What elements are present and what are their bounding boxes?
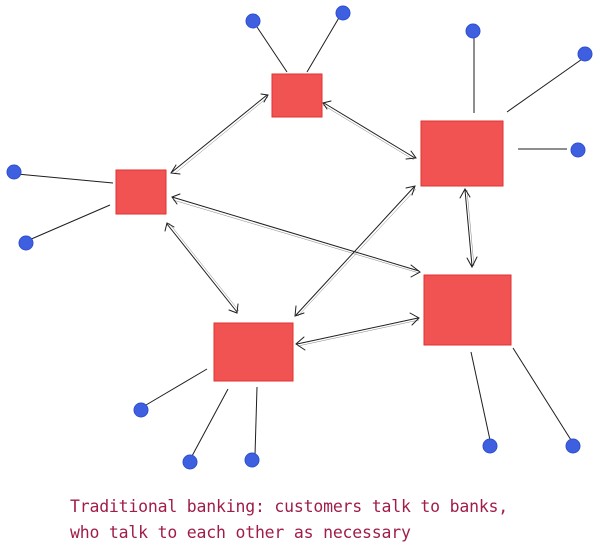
caption-line-2: who talk to each other as necessary: [70, 523, 411, 542]
link-rightupper-rightlower: [459, 188, 478, 269]
customer: [565, 438, 581, 454]
link-left-rightlower: [171, 193, 421, 278]
customer-connector: [254, 23, 288, 73]
bank-bottom: [213, 322, 294, 382]
customer: [244, 452, 260, 468]
link-left-bottom: [164, 222, 240, 314]
customer-connector: [28, 204, 111, 241]
customer: [577, 46, 593, 62]
customer: [182, 454, 198, 470]
banks: [115, 73, 512, 382]
link-bottom-rightlower: [295, 312, 420, 351]
link-top-left: [170, 93, 269, 175]
caption-line-1: Traditional banking: customers talk to b…: [70, 497, 509, 516]
customer-connector: [16, 173, 114, 184]
customer-connector: [512, 347, 572, 441]
bank-left: [115, 169, 167, 215]
customers: [6, 5, 593, 470]
bank-top: [271, 73, 323, 118]
customer-connector: [191, 388, 229, 457]
customer-connector: [470, 351, 491, 441]
customer-connector: [506, 56, 586, 113]
customer: [465, 23, 481, 39]
customer-connectors: [16, 15, 586, 457]
customer-connector: [306, 15, 341, 73]
customer: [133, 402, 149, 418]
link-rightupper-bottom: [294, 185, 417, 317]
customer-connector: [145, 368, 208, 406]
customer: [245, 13, 261, 29]
bank-right-upper: [420, 120, 504, 187]
customer-connector: [254, 386, 258, 456]
link-top-rightupper: [322, 100, 417, 161]
diagram-caption: Traditional banking: customers talk to b…: [70, 494, 590, 546]
bank-right-lower: [423, 274, 512, 346]
customer: [570, 142, 586, 158]
customer: [482, 438, 498, 454]
customer: [18, 235, 34, 251]
customer: [6, 164, 22, 180]
bank-links: [164, 93, 478, 351]
customer: [335, 5, 351, 21]
